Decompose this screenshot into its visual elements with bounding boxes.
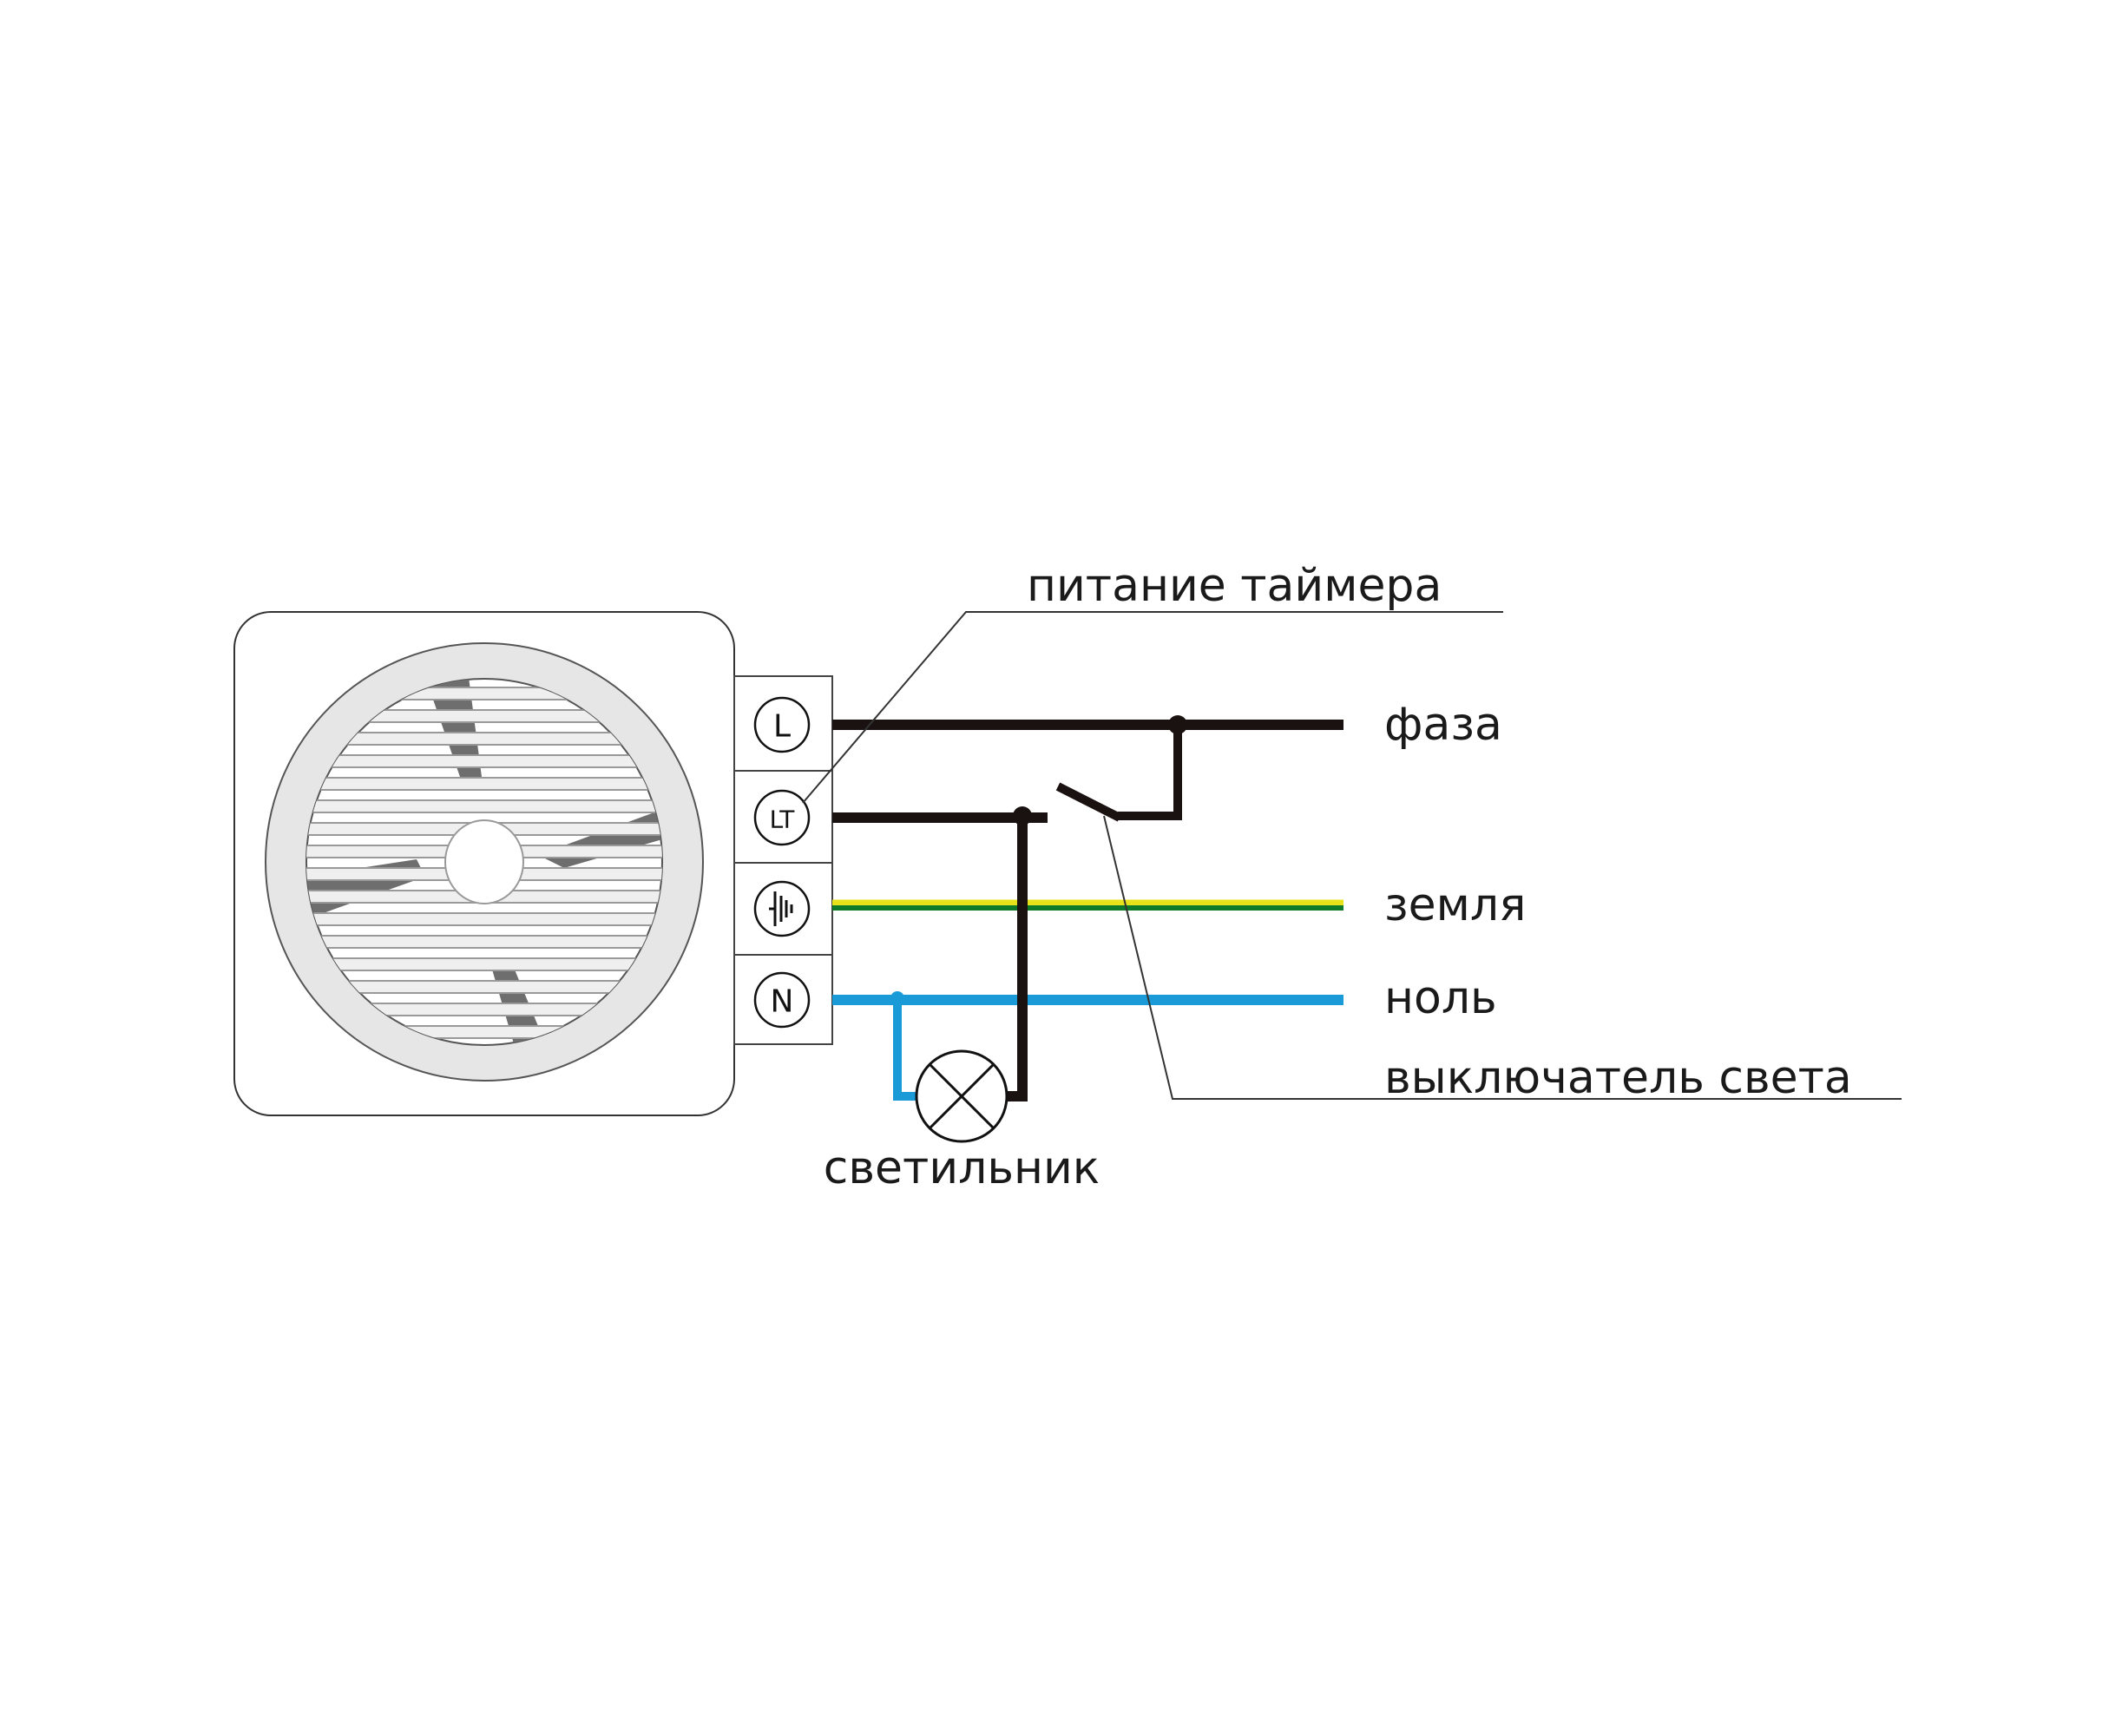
terminal-block: L LT N [733, 675, 833, 1045]
switch-wire [1118, 725, 1182, 820]
timer-power-leader [802, 611, 1503, 804]
terminal-l: L [773, 709, 791, 745]
switch-leader [1103, 815, 1902, 1100]
terminal-n: N [771, 984, 794, 1020]
lamp-icon [915, 1049, 1008, 1143]
label-phase: фаза [1384, 699, 1502, 751]
label-neutral: ноль [1384, 972, 1497, 1024]
lamp-phase-wire [1005, 818, 1028, 1101]
terminal-lt: LT [770, 806, 796, 834]
fan-hub [444, 819, 524, 904]
wires [832, 715, 1343, 1101]
label-earth: земля [1384, 879, 1526, 931]
label-timer-power: питание таймера [1027, 560, 1442, 612]
label-lamp: светильник [824, 1142, 1100, 1194]
junction-dot [1013, 806, 1032, 825]
fan-blade [425, 679, 482, 777]
ground-icon [769, 891, 793, 926]
neutral-lamp-wire [893, 1000, 918, 1101]
light-switch [1055, 782, 1122, 822]
junction-dot [1168, 715, 1187, 734]
fan [233, 611, 735, 1116]
label-light-switch: выключатель света [1384, 1052, 1852, 1104]
